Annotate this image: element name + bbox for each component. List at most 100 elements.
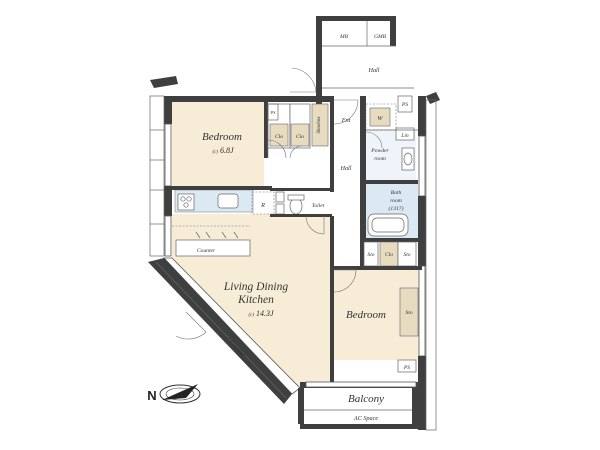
bath-label-1: Bath	[391, 190, 402, 196]
clo-label-2: Clo	[296, 134, 304, 140]
compass-needle	[162, 384, 198, 400]
closet-1-door	[269, 123, 289, 147]
shoebox-label: Shoebox	[317, 116, 322, 134]
ps-bottom-label: PS	[403, 365, 410, 371]
window-right-1	[418, 135, 426, 197]
wall-right-mid	[418, 196, 426, 266]
sto-label-2: Sto	[403, 252, 410, 258]
bedroom1-floor	[172, 102, 264, 188]
window-left-1	[164, 123, 172, 187]
gmb-label: GMB	[374, 34, 387, 40]
fridge-space	[251, 191, 275, 215]
shoebox	[311, 103, 329, 147]
closet-door-swing	[289, 145, 303, 159]
wall-right-notch	[426, 92, 440, 104]
wall-left-upper	[164, 96, 172, 124]
top-shaft-wall-right	[390, 16, 396, 46]
hall-door-swing	[290, 67, 317, 93]
toilet-door-swing	[305, 215, 325, 235]
lin-label: Lin	[400, 133, 409, 139]
bedroom1-door-swing	[267, 139, 287, 159]
toilet-ps-2	[275, 203, 285, 215]
lin-box	[395, 127, 415, 141]
top-shaft-wall-left	[316, 16, 322, 106]
w-label: W	[377, 115, 383, 122]
sto-label-1: Sto	[367, 252, 374, 258]
wall-ldk-right	[330, 216, 334, 382]
wall-powder-bottom	[366, 180, 418, 184]
left-outdoor-ledge	[149, 95, 165, 257]
burner-2	[186, 196, 192, 202]
ldk-label-1: Living Dining	[223, 281, 288, 293]
hall-top-label: Hall	[367, 67, 379, 74]
toilet-tank	[287, 194, 305, 201]
clo-label-3: Clo	[385, 252, 393, 258]
wall-left-mid	[164, 186, 172, 216]
ac-space-label: AC Space	[353, 415, 378, 422]
r-label: R	[260, 202, 265, 209]
diagonal-door-swing	[175, 311, 207, 340]
wall-bath-bottom	[366, 238, 418, 242]
clo-label-1: Clo	[275, 134, 283, 140]
wall-ent-left	[330, 102, 334, 192]
ldk-area-prefix: (c)	[248, 313, 254, 318]
burner-1	[180, 196, 186, 202]
pendant-marks	[195, 231, 239, 239]
wall-balcony-left	[298, 388, 304, 424]
ent-label: Ent	[341, 117, 351, 124]
diagonal-outer-wall	[148, 258, 292, 404]
bedroom1-area: 6.8J	[220, 146, 234, 155]
wall-right-bottom	[418, 356, 426, 430]
kitchen-sink	[217, 193, 239, 209]
sto-label-3: Sto	[405, 310, 412, 316]
ps-top-box	[397, 95, 413, 113]
kitchen-island-counter	[175, 239, 251, 257]
powder-basin	[403, 152, 413, 166]
washer	[369, 107, 391, 127]
compass-n-label: N	[147, 388, 156, 403]
wall-balcony-right	[412, 388, 420, 424]
wall-bedroom1-bottom	[172, 186, 272, 190]
window-right-2	[418, 265, 426, 357]
ps-small-left-label: PS	[270, 110, 277, 115]
wall-toilet-bottom	[270, 214, 332, 217]
toilet-label: Toilet	[312, 203, 325, 209]
powder-label-1: Powder	[370, 148, 389, 154]
bedroom2-storage	[399, 287, 419, 337]
diagonal-counter-line	[155, 261, 287, 399]
bedroom2-door-swing	[333, 269, 357, 293]
wall-bedroom1-right	[264, 102, 268, 158]
top-shaft-wall-top	[316, 16, 396, 21]
burner-3	[183, 202, 189, 208]
wall-hall-right	[360, 96, 366, 270]
ps-small-left	[267, 103, 279, 121]
toilet-bowl	[289, 197, 303, 215]
cooktop	[177, 193, 195, 211]
compass-inner-ring	[165, 387, 195, 401]
counter-kitchen-label: Counter	[197, 248, 216, 254]
window-left-2	[164, 215, 172, 257]
toilet-ps-1	[275, 191, 285, 203]
bedroom1-label: Bedroom	[202, 131, 242, 143]
bath-label-2: room	[390, 198, 402, 204]
bedroom1-area-prefix: (c)	[212, 150, 218, 155]
bath-label-3: (1317)	[389, 205, 404, 212]
mb-label: MB	[339, 34, 349, 40]
wall-left-ledge	[150, 76, 178, 88]
balcony-label: Balcony	[348, 393, 384, 405]
entry-door-swing	[333, 99, 359, 125]
ps-bottom-box	[397, 359, 417, 373]
wall-toilet-top	[270, 188, 332, 191]
bedroom2-label: Bedroom	[346, 309, 386, 321]
powder-door-swing	[365, 131, 383, 149]
ldk-floor	[172, 214, 330, 388]
wall-ac-bottom	[300, 424, 424, 429]
compass: N	[147, 384, 201, 404]
balcony-window	[305, 381, 417, 388]
compass-ring	[159, 384, 201, 404]
wall-right-top	[418, 96, 426, 136]
ps-top-label: PS	[401, 102, 408, 108]
ldk-area: 14.3J	[256, 309, 274, 318]
powder-label-2: room	[374, 156, 386, 162]
